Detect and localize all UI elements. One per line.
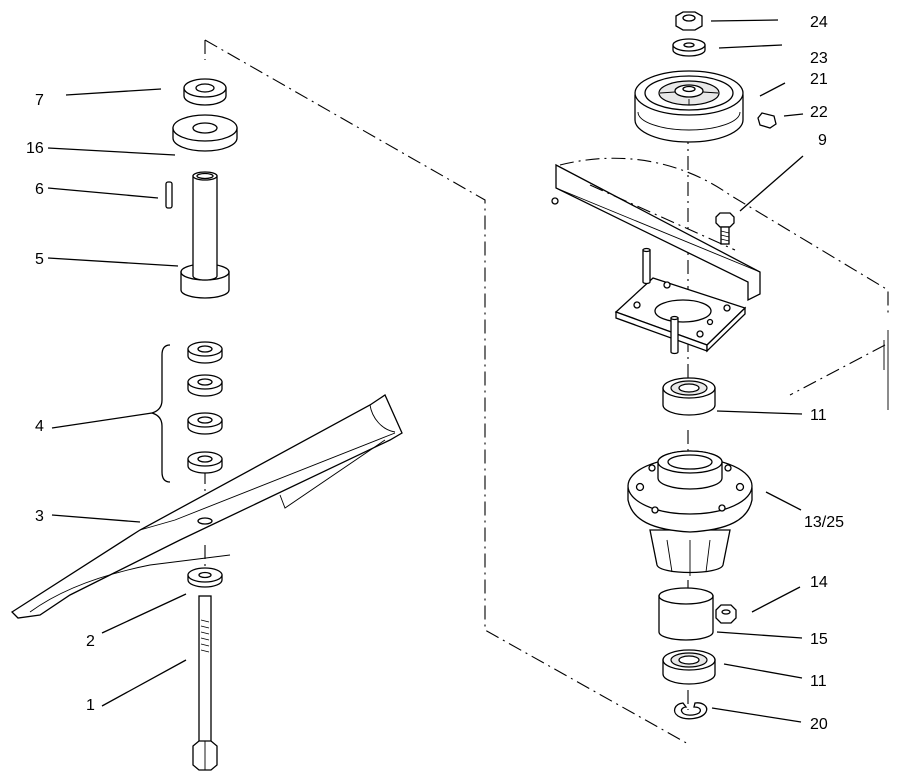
nut-14 [715,604,737,624]
label-11-lower: 11 [810,673,827,690]
label-20: 20 [810,716,828,733]
spacer-15 [658,587,714,641]
leader-lines [47,19,804,723]
pulley-21 [634,70,744,143]
callout-labels: 7 16 6 5 4 3 2 1 24 23 21 22 9 11 13/25 … [26,14,844,733]
set-screw-22 [757,112,777,129]
nut-24 [675,11,703,31]
spindle-housing-13-25 [627,450,753,576]
blade-3 [10,394,403,619]
label-21: 21 [810,71,828,88]
label-22: 22 [810,104,828,121]
label-23: 23 [810,50,828,67]
label-24: 24 [810,14,828,31]
center-axes [204,130,689,710]
label-5: 5 [35,251,44,268]
label-15: 15 [810,631,828,648]
spindle-shaft-5 [180,171,230,299]
washer-16 [172,114,238,152]
label-7: 7 [35,92,44,109]
deck-bracket [551,163,761,353]
bolt-9 [715,212,735,245]
bearing-11-upper [662,377,716,416]
label-9: 9 [818,132,827,149]
label-16: 16 [26,140,44,157]
label-2: 2 [86,633,95,650]
deck-outline [204,39,889,746]
snap-ring-20 [673,702,708,720]
washer-23 [672,38,706,57]
washer-7 [183,78,227,106]
label-11-upper: 11 [810,407,827,424]
label-14: 14 [810,574,828,591]
washer-2 [187,567,223,588]
studs [642,247,679,355]
label-6: 6 [35,181,44,198]
bearing-11-lower [662,649,716,685]
label-13-25: 13/25 [804,514,844,531]
label-3: 3 [35,508,44,525]
label-1: 1 [86,697,95,714]
spacers-4 [149,341,223,483]
key-6 [165,181,173,209]
bolt-1 [192,595,218,771]
label-4: 4 [35,418,44,435]
